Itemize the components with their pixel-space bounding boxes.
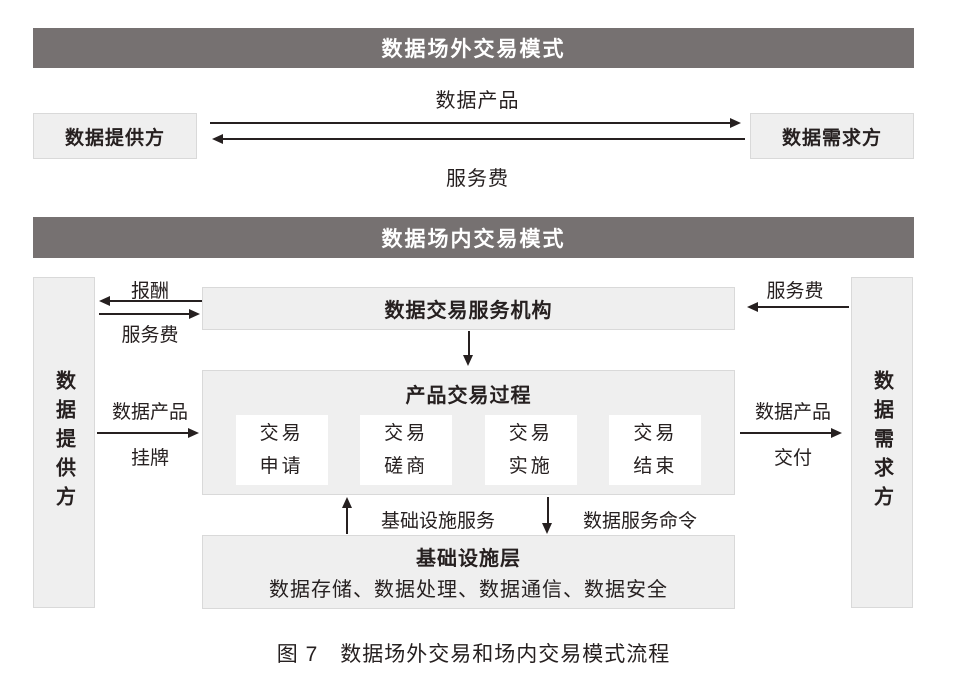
infrastructure-items: 数据存储、数据处理、数据通信、数据安全 — [269, 579, 668, 601]
reward-label: 报酬 — [130, 281, 169, 302]
step-apply-box: 交易 申请 — [235, 415, 328, 485]
listing-arrowhead-right-icon — [188, 428, 199, 438]
fee-left-label: 服务费 — [121, 325, 179, 346]
delivery-label-line2: 交付 — [773, 448, 812, 469]
infrastructure-box: 基础设施层 数据存储、数据处理、数据通信、数据安全 — [202, 535, 735, 609]
delivery-arrowhead-right-icon — [831, 428, 842, 438]
process-box: 产品交易过程 交易 申请 交易 磋商 交易 实施 交易 结束 — [202, 370, 735, 495]
service-org-box: 数据交易服务机构 — [202, 287, 735, 330]
service-fee-arrow-line — [223, 138, 745, 140]
infra-service-label: 基础设施服务 — [380, 511, 495, 532]
off-exchange-banner-title: 数据场外交易模式 — [381, 37, 566, 61]
demander-box-label: 数据需求方 — [781, 127, 882, 149]
data-command-label: 数据服务命令 — [582, 511, 697, 532]
delivery-arrow-line — [740, 432, 831, 434]
service-to-process-arrowhead-down-icon — [463, 355, 473, 366]
data-product-arrowhead-right-icon — [730, 118, 741, 128]
process-steps-row: 交易 申请 交易 磋商 交易 实施 交易 结束 — [203, 415, 734, 485]
process-title: 产品交易过程 — [405, 385, 532, 407]
provider-vertical-box: 数据提供方 — [33, 277, 95, 608]
demander-vertical-label: 数据需求方 — [870, 370, 893, 515]
fee-left-arrow-line — [99, 313, 189, 315]
provider-box-label: 数据提供方 — [64, 127, 165, 149]
data-command-arrow-line — [547, 497, 549, 523]
fee-right-arrow-line — [758, 306, 849, 308]
fee-right-label: 服务费 — [766, 281, 824, 302]
fee-right-arrowhead-left-icon — [747, 302, 758, 312]
step-negotiate-box: 交易 磋商 — [360, 415, 453, 485]
listing-label-line2: 挂牌 — [130, 448, 169, 469]
reward-arrow-line — [110, 300, 202, 302]
service-fee-label: 服务费 — [446, 168, 509, 190]
infrastructure-title: 基础设施层 — [416, 548, 521, 570]
step-implement-box: 交易 实施 — [484, 415, 577, 485]
demander-vertical-box: 数据需求方 — [851, 277, 913, 608]
service-fee-arrowhead-left-icon — [212, 134, 223, 144]
figure-caption: 图 7 数据场外交易和场内交易模式流程 — [276, 643, 671, 666]
step-finish-box: 交易 结束 — [609, 415, 702, 485]
data-product-label: 数据产品 — [435, 90, 520, 112]
service-to-process-arrow-line — [468, 331, 470, 355]
listing-arrow-line — [97, 432, 188, 434]
provider-vertical-label: 数据提供方 — [52, 370, 75, 515]
listing-label-line1: 数据产品 — [111, 402, 188, 423]
service-org-label: 数据交易服务机构 — [384, 300, 553, 322]
data-product-arrow-line — [210, 122, 730, 124]
provider-box: 数据提供方 — [33, 113, 197, 159]
reward-arrowhead-left-icon — [99, 296, 110, 306]
delivery-label-line1: 数据产品 — [754, 402, 831, 423]
fee-left-arrowhead-right-icon — [189, 309, 200, 319]
on-exchange-banner: 数据场内交易模式 — [33, 217, 914, 258]
off-exchange-banner: 数据场外交易模式 — [33, 28, 914, 68]
data-command-arrowhead-down-icon — [542, 523, 552, 534]
on-exchange-banner-title: 数据场内交易模式 — [381, 226, 566, 251]
demander-box: 数据需求方 — [750, 113, 914, 159]
infra-service-arrow-line — [346, 508, 348, 534]
infra-service-arrowhead-up-icon — [342, 497, 352, 508]
